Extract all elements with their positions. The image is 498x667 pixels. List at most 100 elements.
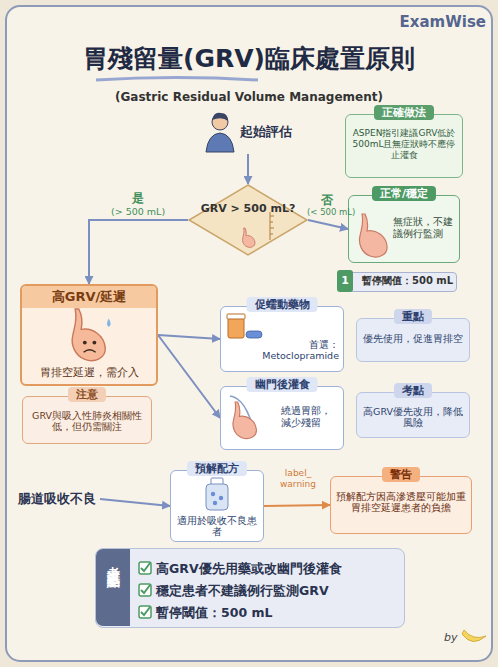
person-head — [212, 114, 228, 130]
title: 胃殘留量(GRV)臨床處置原則 — [0, 44, 498, 74]
checkbox-icon — [139, 562, 151, 618]
treatment-heading: 預解配方 — [187, 461, 247, 476]
decision-diamond: GRV > 500 mL? — [188, 184, 308, 256]
ruler-icon — [270, 212, 274, 240]
ruler-tick — [270, 222, 273, 223]
eye — [92, 341, 96, 345]
outcome-box: 正常/穩定無症狀，不建議例行監測 — [348, 195, 460, 263]
process-body: 胃排空延遲，需介入 — [26, 366, 152, 379]
ruler-tick — [270, 234, 273, 235]
process-heading: 高GRV/延遲 — [22, 286, 156, 308]
page-frame — [6, 6, 492, 661]
person-icon — [206, 113, 234, 152]
condition-step: 腸道吸收不良 — [18, 488, 100, 510]
flow-arrow — [89, 220, 188, 284]
note-body: ASPEN指引建議GRV低於500mL且無症狀時不應停止灌食 — [351, 128, 457, 160]
checkmark — [141, 607, 150, 615]
feeding-icon — [230, 396, 256, 439]
keypoint-heading: 考點 — [394, 383, 432, 398]
edge-label: 是 — [132, 191, 144, 205]
feeding-tube — [230, 396, 254, 432]
molecule — [219, 496, 223, 500]
process-box: 高GRV/延遲胃排空延遲，需介入 — [20, 284, 158, 386]
treatment-heading: 幽門後灌食 — [247, 377, 318, 392]
title-underline — [96, 78, 258, 81]
callout-number: 1 — [337, 270, 353, 292]
signature: by — [444, 631, 458, 644]
note-heading: 正確做法 — [374, 105, 434, 120]
warning-heading: 警告 — [382, 467, 420, 482]
warning-box: 警告預解配方因高滲透壓可能加重胃排空延遲患者的負擔 — [330, 476, 472, 534]
summary-item: 穩定患者不建議例行監測GRV — [156, 583, 329, 598]
treatment-heading: 促蠕動藥物 — [247, 297, 318, 312]
branch-note: (> 500 mL) — [111, 206, 165, 217]
bottle-neck — [211, 478, 223, 485]
treatment-body: 繞過胃部，減少殘留 — [281, 405, 339, 429]
summary-item: 暫停閾值：500 mL — [156, 605, 272, 620]
ruler-tick — [270, 216, 274, 217]
treatment-body: 適用於吸收不良患者 — [175, 515, 259, 538]
keypoint-heading: 重點 — [394, 309, 432, 324]
keypoint-box: 重點優先使用，促進胃排空 — [356, 318, 470, 362]
threshold-text: 暫停閾值：500 mL — [362, 275, 453, 287]
capsule — [246, 331, 262, 338]
stomach-icon — [243, 228, 255, 247]
flow-arrow — [264, 505, 330, 506]
checkbox — [139, 606, 151, 618]
diamond-shape — [189, 185, 307, 255]
checkbox — [139, 584, 151, 596]
checkmark — [141, 563, 150, 571]
decision-text: GRV > 500 mL? — [188, 202, 308, 215]
caution-heading: 注意 — [68, 387, 106, 402]
threshold-box: 1暫停閾值：500 mL — [345, 272, 457, 292]
diamond-outline — [188, 184, 308, 256]
flow-arrow — [158, 335, 220, 339]
eye — [83, 341, 87, 345]
treatment-box: 促蠕動藥物首選：Metoclopramide — [220, 306, 344, 372]
edge-label: 否 — [321, 193, 333, 207]
flow-arrow — [308, 220, 348, 229]
stomach-icon — [359, 214, 387, 257]
caution-box: 注意GRV與吸入性肺炎相關性低，但仍需關注 — [22, 396, 152, 444]
person-hair — [212, 113, 228, 121]
keypoint-body: 優先使用，促進胃排空 — [362, 333, 464, 344]
formula-bottle-icon — [206, 478, 228, 510]
checkbox — [139, 562, 151, 574]
flow-arrow — [100, 499, 170, 506]
flow-arrow — [247, 154, 249, 184]
bottle-cap — [227, 314, 245, 319]
brand-label: ExamWise — [368, 13, 486, 31]
keypoint-box: 考點高GRV優先改用，降低風險 — [356, 392, 470, 438]
edge-label: label_ warning — [279, 468, 317, 490]
note-box: 正確做法ASPEN指引建議GRV低於500mL且無症狀時不應停止灌食 — [345, 114, 463, 178]
flow-arrow — [158, 335, 220, 418]
keypoint-body: 高GRV優先改用，降低風險 — [362, 406, 464, 429]
medicine-icon — [227, 314, 262, 338]
bottle — [206, 484, 228, 510]
treatment-box: 幽門後灌食繞過胃部，減少殘留 — [220, 386, 344, 450]
caution-body: GRV與吸入性肺炎相關性低，但仍需關注 — [28, 410, 146, 433]
summary-heading: 考試重點 — [96, 549, 130, 626]
treatment-body: 首選：Metoclopramide — [249, 339, 339, 362]
treatment-box: 預解配方適用於吸收不良患者 — [170, 470, 264, 542]
summary-band: 考試重點 高GRV優先用藥或改幽門後灌食穩定患者不建議例行監測GRV 暫停閾值：50… — [95, 548, 405, 628]
condition-label: 腸道吸收不良 — [18, 491, 96, 506]
summary-item: 高GRV優先用藥或改幽門後灌食 — [156, 561, 342, 576]
outcome-body: 無症狀，不建議例行監測 — [393, 216, 455, 240]
outcome-heading: 正常/穩定 — [372, 186, 436, 201]
person-body — [206, 133, 234, 152]
step-label: 起始評估 — [240, 124, 292, 140]
warning-body: 預解配方因高滲透壓可能加重胃排空延遲患者的負擔 — [336, 491, 466, 514]
molecule — [211, 492, 215, 496]
ruler-tick — [270, 228, 274, 229]
stomach-illustration — [72, 309, 110, 361]
checkmark — [141, 585, 150, 593]
subtitle: (Gastric Residual Volume Management) — [0, 90, 498, 104]
ruler-line — [270, 212, 271, 240]
banana-icon — [462, 630, 486, 642]
bottle — [228, 318, 244, 338]
start-step: 起始評估 — [198, 112, 298, 154]
sweat-drop — [107, 319, 111, 327]
molecule — [213, 501, 217, 505]
mouth — [84, 350, 96, 352]
